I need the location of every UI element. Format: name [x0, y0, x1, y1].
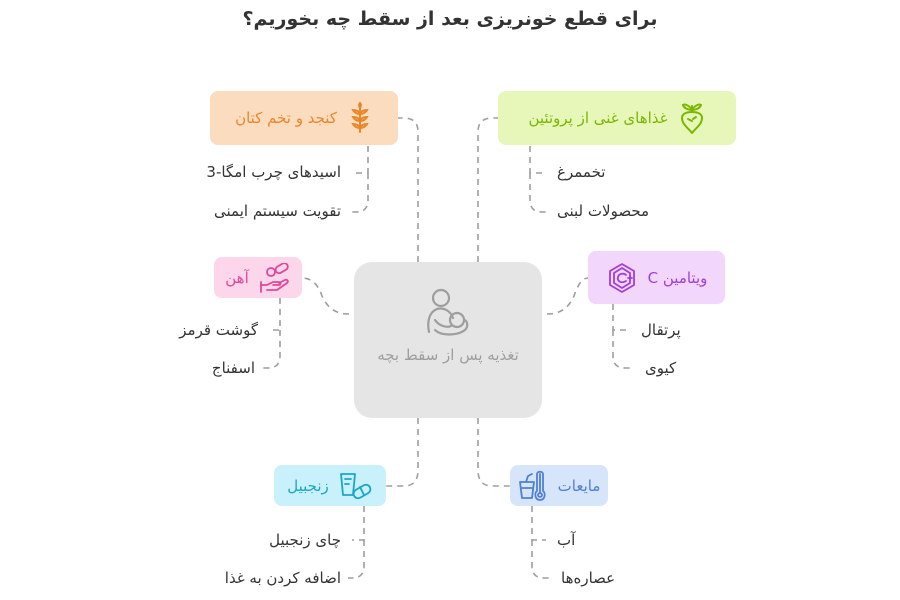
fluids-item-2: عصاره‌ها	[561, 569, 616, 587]
node-fluids-label: مایعات	[557, 476, 601, 495]
node-iron: آهن	[214, 257, 302, 298]
drinks-thermometer-icon	[518, 470, 548, 502]
vitamin-c-icon	[606, 262, 638, 294]
ginger-item-1: چای زنجبیل	[269, 531, 341, 549]
node-vitaminc: ویتامین C	[588, 251, 725, 304]
iron-item-2: اسفناج	[211, 359, 255, 377]
node-vitaminc-label: ویتامین C	[647, 268, 708, 287]
fluids-item-1: آب	[557, 531, 576, 549]
node-seeds-label: کنجد و تخم کتان	[235, 109, 337, 127]
connector-iron-item2	[262, 330, 281, 369]
node-seeds: کنجد و تخم کتان	[210, 91, 398, 145]
connector-seeds-item2	[352, 173, 369, 213]
protein-item-2: محصولات لبنی	[557, 202, 650, 220]
connector-ginger-item2	[348, 540, 365, 579]
ginger-item-2: اضافه کردن به غذا	[224, 569, 341, 587]
beet-icon	[678, 102, 706, 134]
connector-vitaminc-item2	[612, 330, 634, 369]
node-protein-label: غذاهای غنی از پروتئین	[528, 109, 668, 127]
node-ginger: زنجبیل	[274, 465, 386, 506]
connector-seeds-item1	[352, 146, 369, 174]
node-fluids: مایعات	[510, 465, 608, 506]
connector-protein-item2	[529, 173, 546, 213]
connector-protein-item1	[529, 146, 546, 174]
medicine-icon	[339, 471, 373, 501]
wheat-icon	[347, 102, 373, 134]
seeds-item-2: تقویت سیستم ایمنی	[214, 202, 341, 220]
connector-center-iron	[301, 277, 360, 315]
mother-baby-icon	[421, 286, 475, 344]
connector-center-vitaminc	[536, 277, 589, 315]
hand-pills-icon	[259, 262, 291, 293]
connector-center-protein	[477, 117, 498, 262]
center-label: تغذیه پس از سقط بچه	[377, 346, 519, 364]
node-ginger-label: زنجبیل	[287, 476, 329, 495]
iron-item-1: گوشت قرمز	[179, 321, 258, 339]
node-protein: غذاهای غنی از پروتئین	[498, 91, 736, 145]
connector-iron-item1	[268, 298, 281, 331]
connector-ginger-item1	[352, 506, 365, 541]
connector-fluids-item1	[531, 506, 546, 541]
connector-center-fluids	[477, 418, 510, 487]
page-title: برای قطع خونریزی بعد از سقط چه بخوریم؟	[242, 8, 658, 30]
vitaminc-item-1: پرتقال	[641, 321, 681, 339]
connector-center-seeds	[398, 117, 419, 262]
connector-vitaminc-item1	[612, 304, 630, 331]
protein-item-1: تخممرغ	[557, 163, 606, 181]
connector-center-ginger	[386, 418, 419, 487]
connector-fluids-item2	[531, 540, 550, 579]
seeds-item-1: اسیدهای چرب امگا-3	[206, 163, 341, 181]
vitaminc-item-2: کیوی	[645, 359, 677, 377]
center-node: تغذیه پس از سقط بچه	[354, 262, 542, 418]
node-iron-label: آهن	[225, 268, 249, 287]
